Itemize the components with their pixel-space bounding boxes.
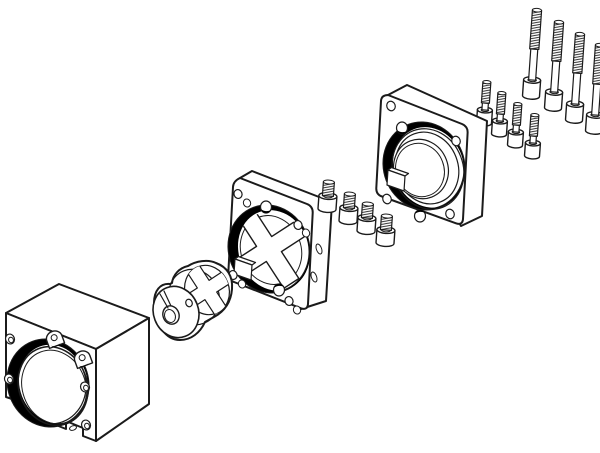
clamp-block	[233, 255, 257, 281]
corner-hole	[382, 193, 392, 205]
keyhole-tab-bottom	[413, 209, 427, 223]
long-screw-3	[564, 31, 590, 125]
clamp-tab	[73, 350, 94, 370]
coupling-housing	[3, 283, 150, 442]
hub-bore-inner	[164, 309, 176, 323]
housing-hole-counterbored	[4, 333, 16, 345]
long-screw-1	[521, 7, 547, 101]
long-screw-2	[543, 19, 569, 113]
jaw-coupling	[152, 259, 235, 341]
short-screw-4	[375, 212, 397, 248]
corner-hole	[386, 100, 396, 112]
housing-hole-counterbored	[80, 419, 92, 431]
foot-hole	[69, 425, 77, 431]
component-side-flange	[227, 170, 333, 315]
keyhole-tab-top	[259, 200, 273, 214]
short-screw-2	[338, 190, 360, 226]
keyhole-tab-top	[395, 121, 409, 135]
clamp-block	[386, 166, 410, 192]
housing-hole-counterbored	[3, 373, 15, 385]
short-screw-1	[317, 178, 339, 214]
housing-bore-inner	[17, 345, 89, 427]
side-slot	[310, 271, 318, 283]
medium-screw-3	[506, 101, 527, 150]
long-screw-4	[584, 42, 600, 136]
medium-screw-4	[523, 112, 544, 161]
side-slot	[315, 243, 323, 255]
hub-clamp-slit	[159, 290, 172, 309]
housing-bore-inner-step	[21, 349, 87, 425]
corner-hole	[451, 135, 461, 147]
corner-hole	[445, 208, 455, 220]
motor-side-flange	[375, 84, 488, 227]
corner-hole-counterbored	[293, 219, 311, 238]
hub-set-screw-hole	[185, 298, 193, 308]
corner-hole-counterbored	[233, 188, 252, 208]
keyhole-tab-bottom	[272, 283, 286, 297]
corner-hole-counterbored	[284, 295, 302, 315]
clamp-tab	[45, 330, 66, 350]
short-screw-3	[356, 200, 378, 236]
medium-screw-2	[490, 90, 511, 139]
housing-hole-counterbored	[79, 381, 91, 393]
